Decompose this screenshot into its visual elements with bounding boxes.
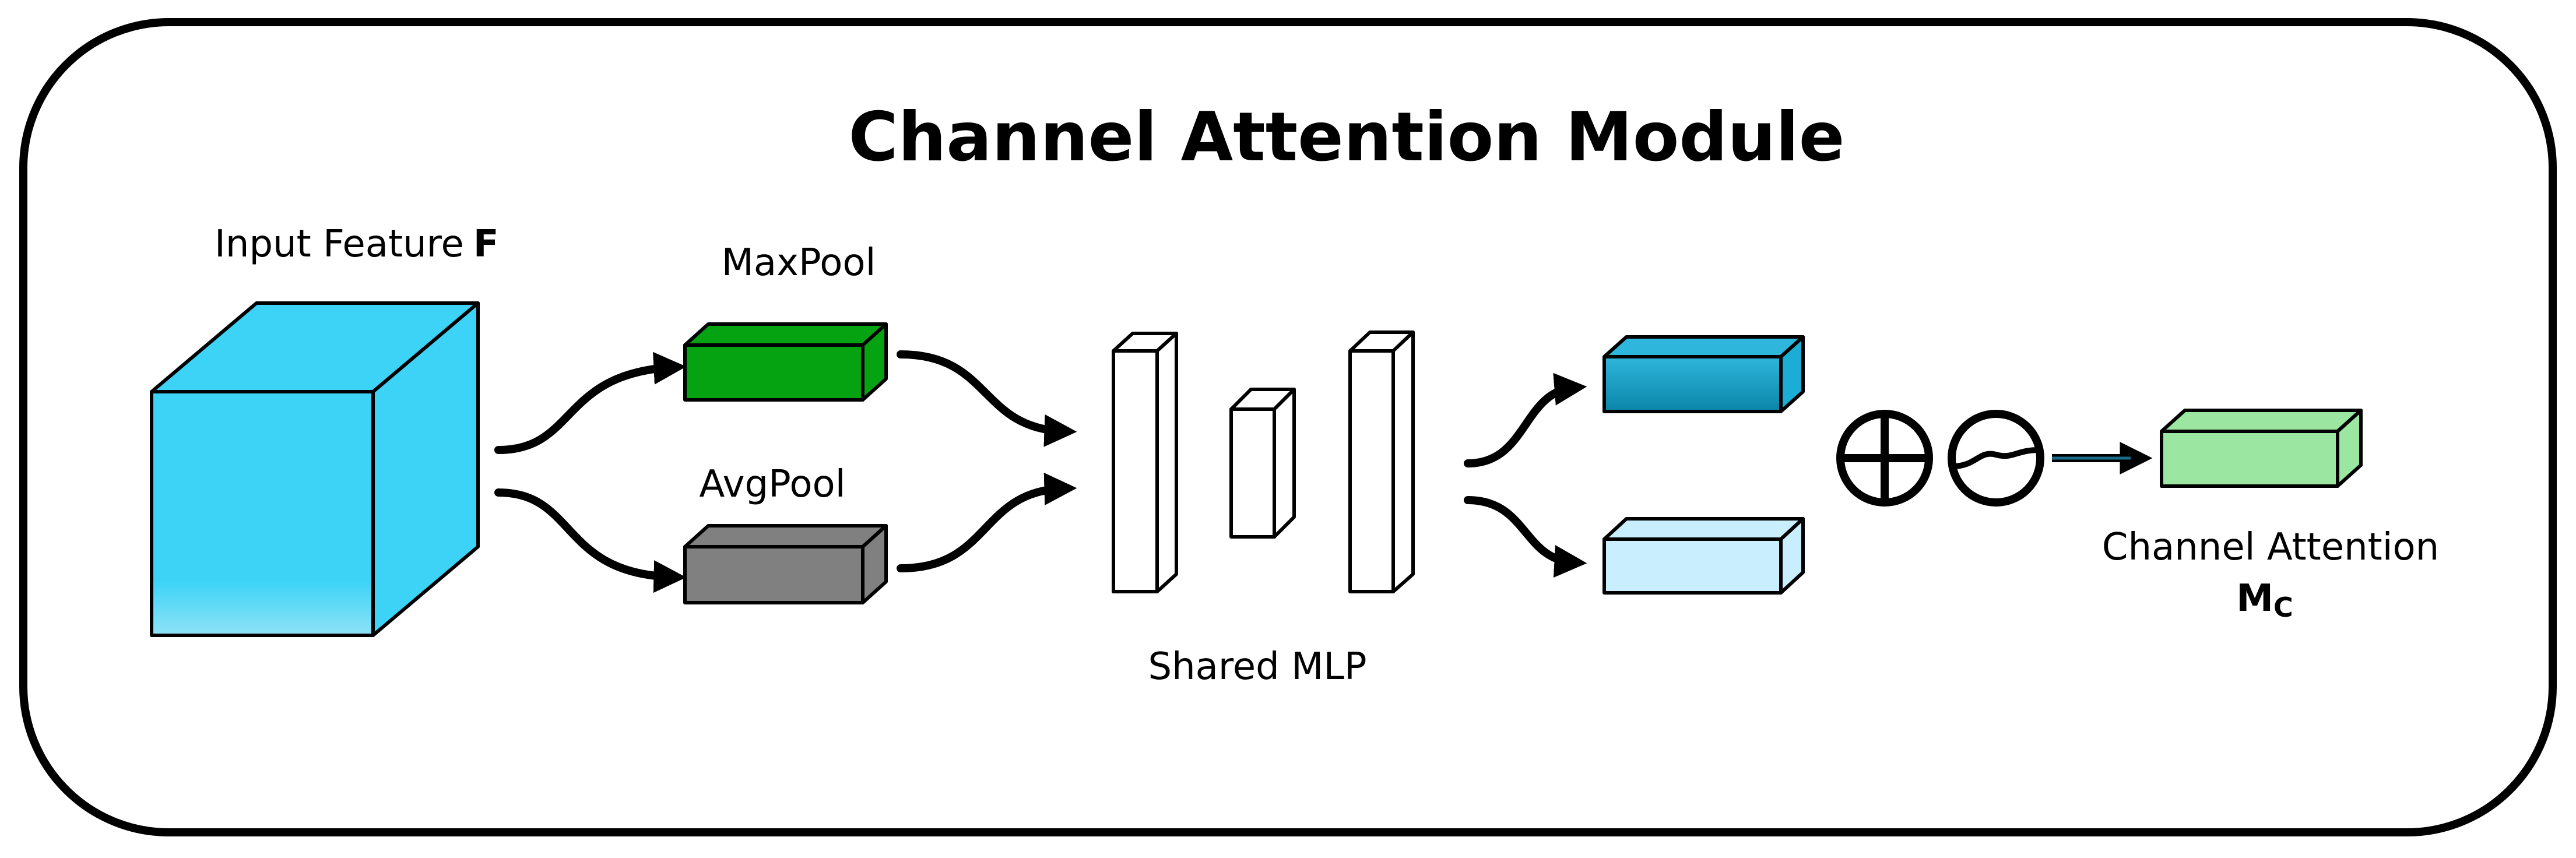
avgpool-front: [683, 545, 864, 604]
input-feature-text: Input Feature: [215, 223, 464, 266]
mlp-output-block-avg: [1602, 517, 1805, 595]
diagram-title: Channel Attention Module: [849, 98, 1845, 177]
mlp-output-block-max: [1602, 335, 1805, 413]
channel-attention-label: Channel Attention: [2102, 526, 2439, 569]
mlp-output-layer: [1348, 330, 1415, 593]
input-cube-front: [150, 390, 375, 637]
output-symbol-main: M: [2236, 577, 2273, 620]
input-feature-cube: [150, 301, 480, 637]
mlp-input-layer: [1112, 332, 1178, 593]
maxpool-label: MaxPool: [722, 241, 876, 284]
channel-attention-symbol: MC: [2236, 577, 2293, 623]
output-symbol-sub: C: [2273, 592, 2293, 623]
circle-plus-icon: [1836, 410, 1933, 507]
avgpool-top: [683, 524, 888, 548]
maxpool-block: [683, 322, 888, 402]
arrow-avgpool-to-mlp: [897, 472, 1077, 572]
shared-mlp: [1112, 330, 1415, 593]
arrow-input-to-avgpool: [494, 488, 687, 593]
maxpool-top: [683, 322, 888, 347]
maxpool-front: [683, 343, 864, 402]
arrow-mlp-to-top-output: [1464, 372, 1587, 467]
input-feature-symbol: F: [473, 223, 499, 266]
arrow-mlp-to-bottom-output: [1464, 496, 1587, 578]
shared-mlp-label: Shared MLP: [1148, 645, 1366, 688]
sigmoid-icon: [1948, 410, 2044, 507]
arrow-maxpool-to-mlp: [897, 350, 1077, 447]
channel-attention-block: [2160, 409, 2363, 488]
avgpool-block: [683, 524, 888, 604]
mlp-hidden-layer: [1229, 388, 1296, 539]
avgpool-label: AvgPool: [700, 463, 846, 506]
arrow-input-to-maxpool: [494, 351, 687, 454]
